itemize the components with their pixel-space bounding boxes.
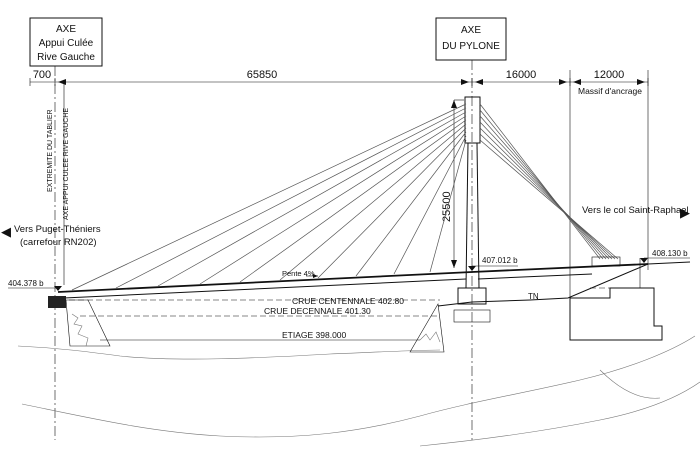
stay-cable [355, 131, 467, 277]
dimension-chain: 700 65850 16000 12000 [29, 69, 649, 86]
back-stay [479, 133, 616, 260]
flood-10-label: CRUE DECENNALE 401.30 [264, 306, 371, 316]
massif-label: Massif d'ancrage [578, 86, 642, 96]
pylon-axis-line-2: DU PYLONE [442, 41, 500, 52]
deck-bottom-main [63, 278, 467, 299]
ground-right-curve [599, 369, 661, 399]
right-direction-arrow: ▶ [680, 205, 690, 220]
dim-arrow [461, 79, 469, 85]
anchor-massif-outline [569, 287, 663, 341]
pylon-shaft-right [476, 142, 480, 289]
dimension-12000: 12000 [594, 69, 625, 81]
abutment-axis-line-1: AXE [56, 24, 76, 35]
left-rockfill [65, 299, 111, 347]
left-direction-arrow: ◀ [1, 224, 11, 239]
elevation-pylon-marker [468, 266, 476, 271]
back-stay [479, 115, 607, 260]
pylon-axis-line-1: AXE [461, 25, 481, 36]
elevation-right: 408.130 b [652, 249, 688, 258]
stay-cable [71, 103, 467, 291]
pylon-footing [453, 309, 491, 323]
deck-top-back [471, 263, 649, 273]
abutment-axis-line-3: Rive Gauche [37, 52, 95, 63]
dim-arrow [475, 79, 483, 85]
dimension-25500: 25500 [441, 191, 453, 222]
dim-arrow [58, 79, 66, 85]
dimension-65850: 65850 [247, 69, 278, 81]
height-dimension: 25500 [441, 100, 457, 268]
ground-lower-curve-2 [419, 381, 700, 447]
abutment-support-label: AXE APPUI CULEE RIVE GAUCHE [63, 108, 70, 220]
dimension-700: 700 [33, 69, 51, 81]
stay-cable [279, 123, 467, 281]
left-direction-line-1: Vers Puget-Théniers [14, 224, 101, 235]
stay-cable [239, 119, 467, 283]
deck-end-label: EXTREMITE DU TABLIER [47, 109, 54, 192]
deck-top-main [57, 271, 473, 293]
stay-cable [317, 127, 467, 279]
dim-arrow [573, 79, 581, 85]
left-direction-line-2: (carrefour RN202) [20, 237, 97, 248]
pylon-axis-box: AXE DU PYLONE [435, 17, 507, 61]
pylon [454, 96, 481, 289]
low-water-label: ETIAGE 398.000 [282, 330, 347, 340]
back-stay [479, 121, 610, 260]
pylon-rockfill [409, 303, 445, 353]
pylon-base [457, 287, 487, 305]
elevation-pylon: 407.012 b [482, 256, 518, 265]
pylon-foundation [409, 287, 491, 353]
right-direction-label: Vers le col Saint-Raphael [582, 205, 689, 216]
back-stay [479, 127, 613, 260]
elevation-left-marker [54, 286, 62, 291]
natural-ground-line [437, 261, 691, 307]
stay-cables-main-span [71, 103, 467, 291]
stay-cable [393, 135, 467, 275]
stay-cable [199, 115, 467, 285]
abutment-axis-frame [29, 17, 103, 67]
terrain-label: TN [528, 292, 539, 301]
stay-cable [429, 139, 467, 273]
elevation-left: 404.378 b [8, 279, 44, 288]
left-abutment-block [48, 296, 66, 308]
slope-arrow-head [313, 274, 318, 278]
terrain [17, 261, 700, 447]
pylon-head [464, 96, 481, 144]
left-abutment [48, 296, 111, 347]
deck [57, 263, 649, 299]
ground-lower-curve [21, 335, 696, 438]
right-anchor-massif [569, 258, 663, 341]
flood-100-label: CRUE CENTENNALE 402.80 [292, 296, 404, 306]
back-stay [479, 103, 601, 260]
elevation-right-marker [640, 258, 648, 263]
pylon-rockfill-texture [419, 331, 441, 343]
dim-arrow [637, 79, 645, 85]
back-stay [479, 109, 604, 260]
abutment-axis-box: AXE Appui Culée Rive Gauche [29, 17, 103, 67]
dim-arrow [451, 100, 457, 108]
riverbed-line [17, 345, 441, 360]
stay-cable [157, 111, 467, 287]
back-stays [479, 103, 621, 267]
dimension-16000: 16000 [506, 69, 537, 81]
deck-bottom-back [477, 273, 593, 280]
stay-cable [115, 107, 467, 289]
pylon-axis-frame [435, 17, 507, 61]
slope-label: Pente 4% [282, 269, 315, 278]
back-stay [479, 139, 619, 260]
dim-arrow [451, 260, 457, 268]
abutment-axis-line-2: Appui Culée [39, 38, 94, 49]
left-rockfill-texture [71, 313, 89, 347]
dim-arrow [559, 79, 567, 85]
pylon-shaft-left [465, 142, 469, 289]
